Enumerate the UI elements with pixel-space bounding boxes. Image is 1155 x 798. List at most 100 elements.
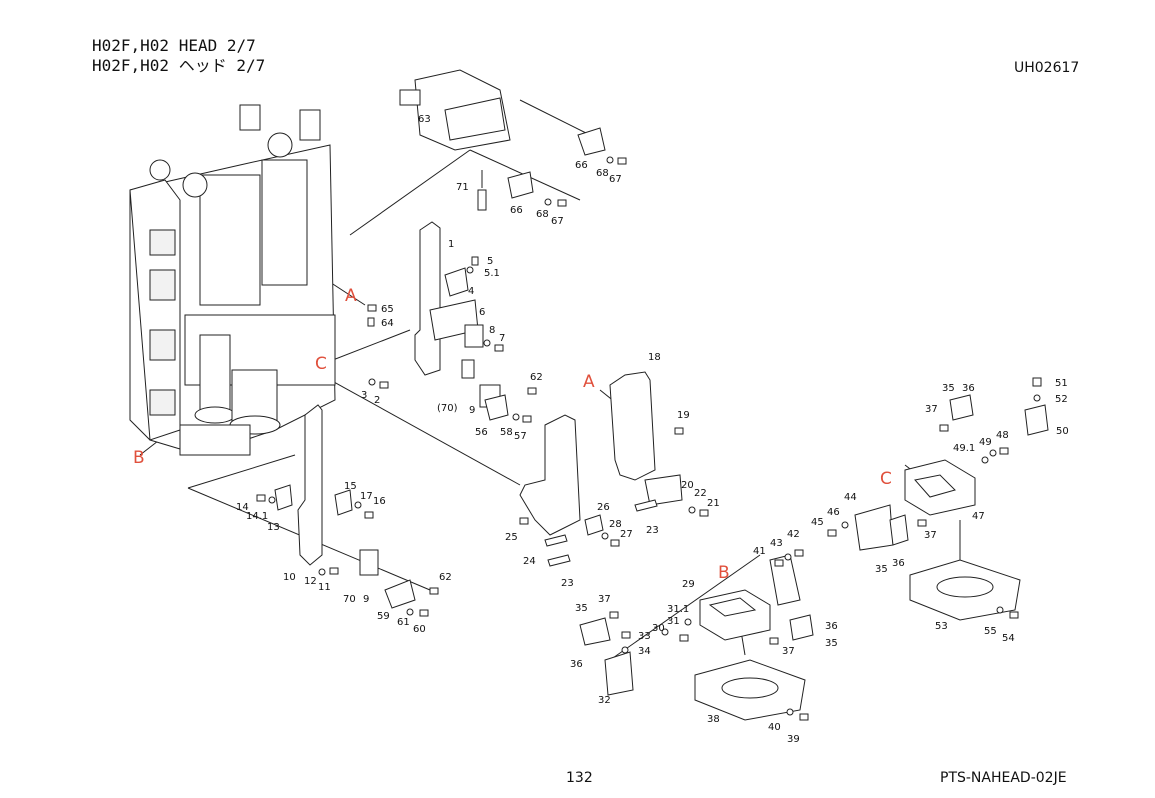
part-label: 53: [935, 621, 948, 632]
part-label: 2: [374, 395, 380, 406]
part-label: 35: [875, 564, 888, 575]
part-label: 43: [770, 538, 783, 549]
part-label: 63: [418, 114, 431, 125]
part-label: 60: [413, 624, 426, 635]
part-label: 58: [500, 427, 513, 438]
part-label: 5.1: [484, 268, 500, 279]
part-label: 62: [530, 372, 543, 383]
part-label: 37: [598, 594, 611, 605]
part-label: 14: [236, 502, 249, 513]
part-label: 62: [439, 572, 452, 583]
part-label: 34: [638, 646, 651, 657]
head-frame-assembly: [129, 104, 336, 456]
solenoid-valve-assembly: [399, 69, 627, 211]
part-label: 17: [360, 491, 373, 502]
part-label: 64: [381, 318, 394, 329]
part-label: 29: [682, 579, 695, 590]
part-label: 16: [373, 496, 386, 507]
part-label: 55: [984, 626, 997, 637]
part-label: 66: [510, 205, 523, 216]
part-label: 56: [475, 427, 488, 438]
part-label: (70): [437, 403, 458, 414]
part-label: 40: [768, 722, 781, 733]
page-number: 132: [566, 770, 593, 786]
part-label: 51: [1055, 378, 1068, 389]
bracket-1-assembly: [367, 221, 537, 423]
part-label: 13: [267, 522, 280, 533]
part-label: 52: [1055, 394, 1068, 405]
reference-marker-c: C: [880, 469, 892, 489]
part-label: 14.1: [246, 511, 268, 522]
part-label: 9: [363, 594, 369, 605]
part-label: 22: [694, 488, 707, 499]
part-label: 50: [1056, 426, 1069, 437]
part-label: 49.1: [953, 443, 975, 454]
bracket-24-assembly: [519, 414, 620, 567]
part-label: 37: [925, 404, 938, 415]
part-label: 9: [469, 405, 475, 416]
part-label: 10: [283, 572, 296, 583]
document-id: UH02617: [1014, 60, 1080, 76]
bracket-18-assembly: [609, 371, 709, 517]
part-label: 61: [397, 617, 410, 628]
part-label: 21: [707, 498, 720, 509]
reference-marker-a: A: [345, 286, 357, 306]
part-number-labels: 63 66 68 67 71 66 68 67 1 5 5.1 4 65 64 …: [236, 114, 1069, 745]
part-label: 19: [677, 410, 690, 421]
part-label: 33: [638, 631, 651, 642]
part-label: 71: [456, 182, 469, 193]
part-label: 26: [597, 502, 610, 513]
part-label: 36: [892, 558, 905, 569]
part-label: 6: [479, 307, 485, 318]
part-label: 11: [318, 582, 331, 593]
part-label: 36: [570, 659, 583, 670]
part-label: 5: [487, 256, 493, 267]
part-label: 67: [551, 216, 564, 227]
part-label: 68: [536, 209, 549, 220]
page-title: H02F,H02 HEAD 2/7: [92, 36, 256, 55]
part-label: 41: [753, 546, 766, 557]
bottom-bracket-assembly: [579, 549, 814, 721]
part-label: 38: [707, 714, 720, 725]
reference-marker-a: A: [583, 372, 595, 392]
reference-marker-b: B: [718, 563, 730, 583]
part-label: 47: [972, 511, 985, 522]
reference-markers: A C B A B C: [133, 286, 892, 583]
part-label: 45: [811, 517, 824, 528]
part-label: 30: [652, 623, 665, 634]
part-label: 46: [827, 507, 840, 518]
part-label: 31.1: [667, 604, 689, 615]
right-sensor-assembly: [827, 377, 1049, 621]
part-label: 49: [979, 437, 992, 448]
part-label: 23: [561, 578, 574, 589]
part-label: 48: [996, 430, 1009, 441]
part-label: 31: [667, 616, 680, 627]
part-label: 37: [782, 646, 795, 657]
part-label: 70: [343, 594, 356, 605]
part-label: 65: [381, 304, 394, 315]
part-label: 42: [787, 529, 800, 540]
part-label: 39: [787, 734, 800, 745]
part-label: 36: [962, 383, 975, 394]
page-title-japanese: H02F,H02 ヘッド 2/7: [92, 56, 266, 75]
part-label: 8: [489, 325, 495, 336]
part-label: 1: [448, 239, 454, 250]
part-label: 23: [646, 525, 659, 536]
part-label: 59: [377, 611, 390, 622]
part-label: 15: [344, 481, 357, 492]
part-label: 7: [499, 333, 505, 344]
reference-marker-b: B: [133, 448, 145, 468]
reference-marker-c: C: [315, 354, 327, 374]
document-code: PTS-NAHEAD-02JE: [940, 770, 1067, 786]
part-label: 24: [523, 556, 536, 567]
part-label: 44: [844, 492, 857, 503]
part-label: 3: [361, 390, 367, 401]
part-label: 25: [505, 532, 518, 543]
part-label: 57: [514, 431, 527, 442]
part-label: 66: [575, 160, 588, 171]
part-label: 18: [648, 352, 661, 363]
part-label: 28: [609, 519, 622, 530]
bracket-10-assembly: [256, 404, 439, 617]
part-label: 20: [681, 480, 694, 491]
